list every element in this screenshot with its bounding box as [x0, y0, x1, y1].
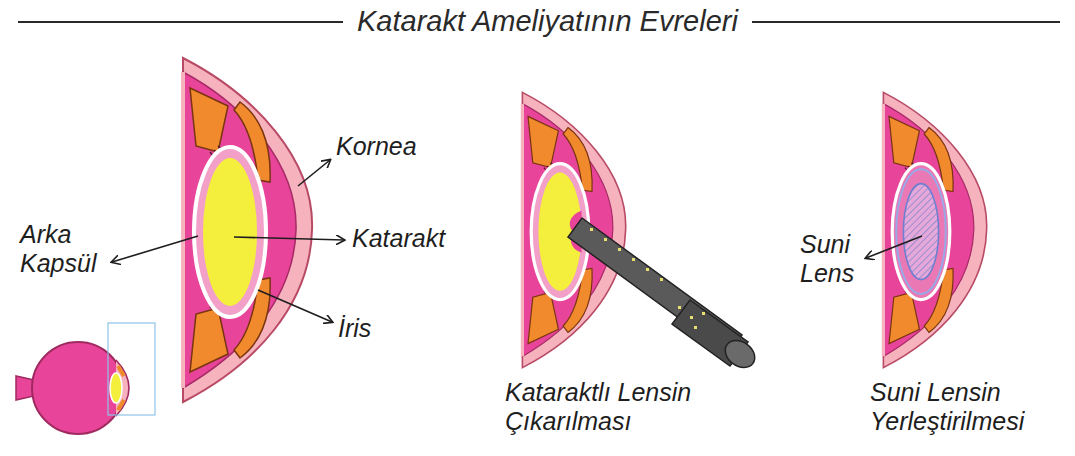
leader-lines [112, 160, 922, 322]
part-label: Kornea [336, 132, 417, 161]
part-label: Katarakt [352, 224, 445, 253]
stage-caption: Kataraktlı Lensin Çıkarılması [505, 378, 710, 436]
eye-section-cataract [183, 58, 312, 402]
whole-eye-icon [16, 323, 155, 434]
part-label: Arka Kapsül [20, 220, 96, 278]
stage-caption: Suni Lensin Yerleştirilmesi [870, 378, 1065, 436]
diagram-title: Katarakt Ameliyatının Evreleri [343, 5, 752, 38]
phaco-probe [568, 218, 760, 373]
eye-section-implant [883, 92, 986, 367]
part-label: Suni Lens [800, 230, 854, 288]
part-label: İris [338, 314, 371, 343]
